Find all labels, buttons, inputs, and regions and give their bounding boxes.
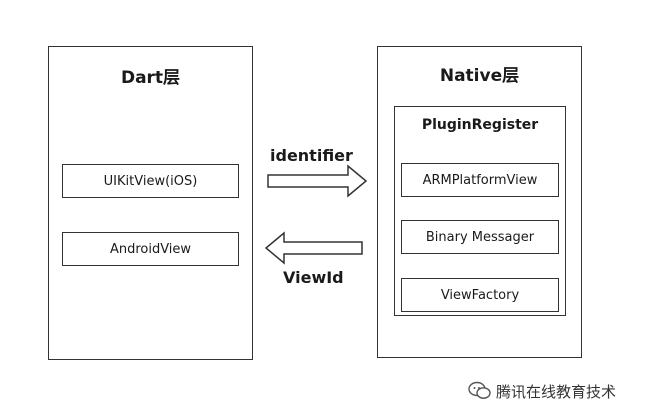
native-layer-title: Native层 — [439, 66, 520, 86]
viewfactory-label: ViewFactory — [440, 287, 520, 303]
viewfactory-box: ViewFactory — [401, 278, 559, 312]
binary-messager-box: Binary Messager — [401, 220, 559, 254]
androidview-box: AndroidView — [62, 232, 239, 266]
armplatformview-box: ARMPlatformView — [401, 163, 559, 197]
forward-arrow-label: identifier — [270, 146, 353, 165]
uikitview-label: UIKitView(iOS) — [103, 173, 198, 189]
uikitview-box: UIKitView(iOS) — [62, 164, 239, 198]
binary-messager-label: Binary Messager — [425, 229, 535, 245]
armplatformview-label: ARMPlatformView — [422, 172, 538, 188]
backward-arrow — [264, 231, 363, 265]
watermark-text: 腾讯在线教育技术 — [496, 382, 617, 401]
wechat-bubble-icon — [468, 381, 491, 399]
androidview-label: AndroidView — [109, 241, 192, 257]
watermark: 腾讯在线教育技术 — [468, 378, 638, 404]
backward-arrow-label: ViewId — [283, 268, 344, 287]
plugin-register-title: PluginRegister — [421, 117, 539, 133]
dart-layer-title: Dart层 — [120, 68, 181, 88]
forward-arrow — [267, 164, 368, 198]
dart-layer-panel: Dart层 — [48, 46, 253, 360]
